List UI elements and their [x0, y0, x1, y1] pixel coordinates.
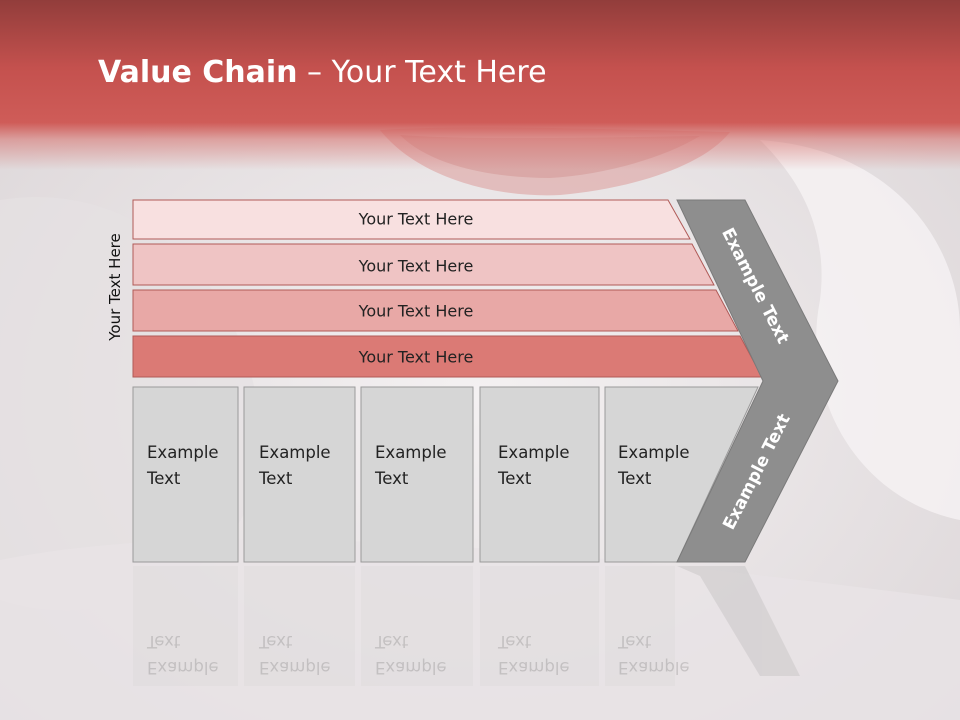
band-label-1: Your Text Here	[358, 209, 474, 229]
diagram-reflection	[133, 566, 800, 686]
box-label-1-line2: Text	[147, 469, 181, 488]
box-label-2-line2: Text	[259, 469, 293, 488]
slide-title: Value Chain – Your Text Here	[98, 55, 547, 90]
box-label-4-line1: Example	[498, 443, 570, 462]
title-bold: Value Chain	[98, 55, 298, 90]
box-2	[243, 386, 356, 563]
band-label-2: Your Text Here	[358, 256, 474, 276]
title-rest: – Your Text Here	[297, 55, 547, 90]
box-label-3-line1: Example	[375, 443, 447, 462]
vertical-label: Your Text Here	[106, 233, 124, 341]
box-1	[132, 386, 239, 563]
box-label-2-line1: Example	[259, 443, 331, 462]
box-label-4-line2: Text	[498, 469, 532, 488]
band-2	[132, 243, 715, 286]
band-3	[132, 289, 739, 332]
box-label-5-line2: Text	[618, 469, 652, 488]
box-3	[360, 386, 474, 563]
box-label-5-line1: Example	[618, 443, 690, 462]
band-1	[132, 199, 691, 240]
band-label-3: Your Text Here	[358, 301, 474, 321]
box-label-1-line1: Example	[147, 443, 219, 462]
header-band	[0, 0, 960, 170]
box-label-3-line2: Text	[375, 469, 409, 488]
band-label-4: Your Text Here	[358, 347, 474, 367]
box-4	[479, 386, 600, 563]
chevron-arrow	[676, 199, 839, 563]
